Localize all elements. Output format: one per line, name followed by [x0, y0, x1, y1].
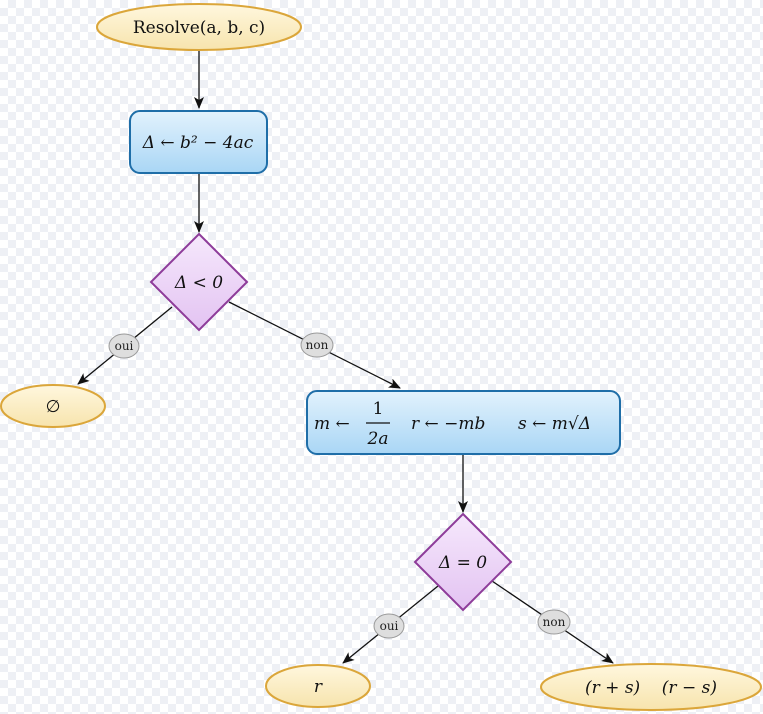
cond-zero-node: Δ = 0 [413, 512, 513, 612]
svg-text:oui: oui [115, 339, 134, 353]
single-root-node: r [265, 664, 371, 708]
single-root-label: r [314, 677, 323, 697]
two-roots-node: (r + s) (r − s) [540, 663, 762, 711]
edge-label-yes-1: oui [108, 333, 140, 359]
start-node: Resolve(a, b, c) [96, 3, 302, 51]
delta-assign-label: Δ ← b² − 4ac [142, 133, 254, 153]
edge-label-yes-2: oui [373, 613, 405, 639]
compute-m-label: m ← [314, 414, 350, 434]
cond-zero-label: Δ = 0 [438, 553, 487, 573]
edge-label-no-1: non [300, 332, 334, 358]
cond-neg-node: Δ < 0 [149, 232, 249, 332]
empty-set-node: ∅ [0, 384, 106, 428]
svg-text:non: non [306, 338, 329, 352]
empty-set-label: ∅ [46, 397, 61, 417]
compute-r-label: r ← −mb [411, 414, 485, 434]
edge-label-no-2: non [537, 609, 571, 635]
cond-neg-label: Δ < 0 [174, 273, 223, 293]
delta-assign-node: Δ ← b² − 4ac [129, 110, 268, 174]
compute-m-denominator: 2a [367, 429, 389, 449]
compute-node: m ← 1 2a r ← −mb s ← m√Δ [306, 390, 621, 455]
compute-s-label: s ← m√Δ [518, 414, 591, 434]
compute-m-numerator: 1 [373, 399, 384, 419]
start-label: Resolve(a, b, c) [133, 18, 265, 38]
svg-text:non: non [543, 615, 566, 629]
two-roots-label: (r + s) (r − s) [585, 678, 717, 698]
svg-text:oui: oui [380, 619, 399, 633]
